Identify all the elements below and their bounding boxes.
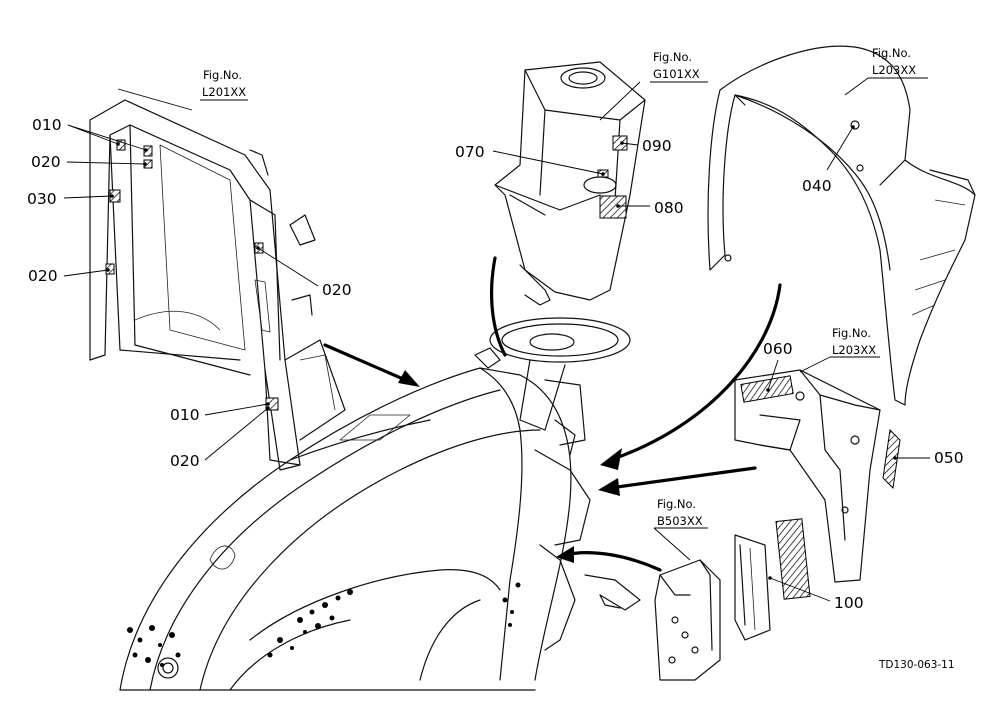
grille-pattern xyxy=(127,582,521,667)
fig-ref-mid-right-line2: L203XX xyxy=(832,343,876,357)
callout-dots xyxy=(106,125,897,580)
leader-lines xyxy=(63,77,930,602)
callout-050: 050 xyxy=(934,449,964,467)
direction-arrows xyxy=(323,256,782,572)
callout-080: 080 xyxy=(654,199,684,217)
callout-020-right: 020 xyxy=(322,281,352,299)
fig-ref-top-center-line1: Fig.No. xyxy=(653,50,692,64)
callout-020-upper: 020 xyxy=(31,153,61,171)
left-frame-panel xyxy=(89,99,346,471)
dash-console xyxy=(494,61,646,306)
fig-ref-top-center-line2: G101XX xyxy=(653,67,700,81)
fig-ref-left-line1: Fig.No. xyxy=(203,68,242,82)
fig-ref-top-right-line2: L203XX xyxy=(872,63,916,77)
fig-ref-bottom-center-line2: B503XX xyxy=(657,514,703,528)
fig-ref-left-line2: L201XX xyxy=(202,85,246,99)
callout-100: 100 xyxy=(834,594,864,612)
fig-ref-top-right-line1: Fig.No. xyxy=(872,46,911,60)
right-side-panel xyxy=(734,369,901,583)
drawing-code: TD130-063-11 xyxy=(878,659,955,671)
callout-010-lower: 010 xyxy=(170,406,200,424)
callout-070: 070 xyxy=(455,143,485,161)
tractor-hood xyxy=(119,367,572,691)
callout-020-bottom: 020 xyxy=(170,452,200,470)
callout-020-lower: 020 xyxy=(28,267,58,285)
right-fender-cover xyxy=(707,45,976,406)
fig-ref-mid-right-line1: Fig.No. xyxy=(832,326,871,340)
callout-030: 030 xyxy=(27,190,57,208)
callout-060: 060 xyxy=(763,340,793,358)
steering-wheel xyxy=(474,317,631,651)
callout-010-upper: 010 xyxy=(32,116,62,134)
fig-ref-bottom-center-line1: Fig.No. xyxy=(657,497,696,511)
callout-040: 040 xyxy=(802,177,832,195)
callout-090: 090 xyxy=(642,137,672,155)
bottom-bracket xyxy=(584,518,811,681)
